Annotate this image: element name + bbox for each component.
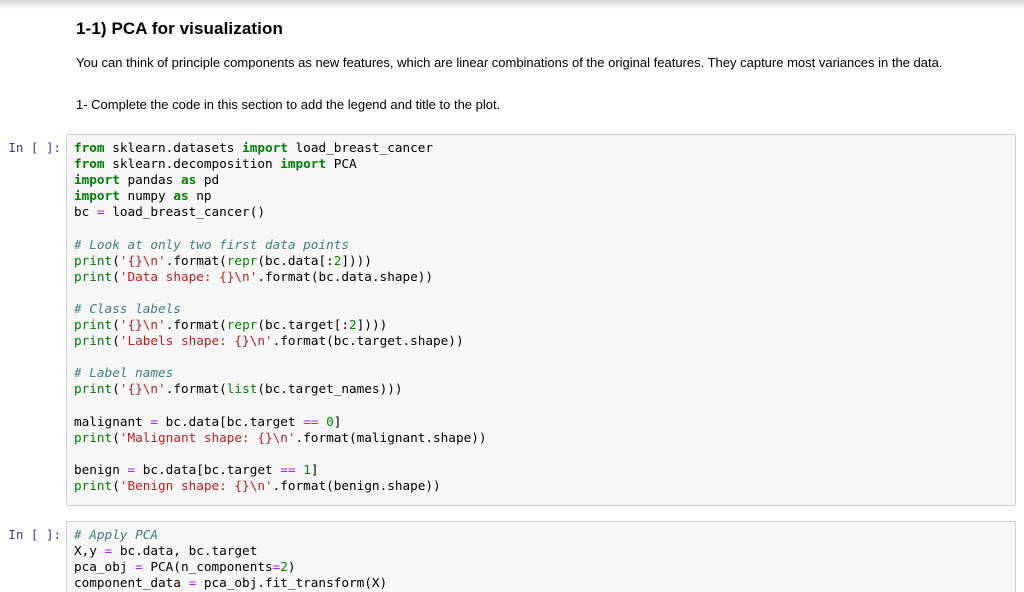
code-line: print('{}\n'.format(list(bc.target_names… [74,381,403,397]
section-title: 1-1) PCA for visualization [76,19,283,38]
markdown-paragraph-intro: You can think of principle components as… [76,55,943,70]
code-line: bc = load_breast_cancer() [74,204,265,220]
code-line: print('{}\n'.format(repr(bc.data[:2]))) [74,252,372,268]
code-line [74,220,1008,236]
code-line [74,285,1008,301]
code-line: from sklearn.datasets import load_breast… [74,140,434,155]
toolbar-bottom-shadow [0,0,1024,10]
input-prompt: In [ ]: [8,527,61,543]
code-line: print('Benign shape: {}\n'.format(benign… [74,477,441,493]
code-line: print('Data shape: {}\n'.format(bc.data.… [74,268,434,284]
code-line: component_data = pca_obj.fit_transform(X… [74,575,388,591]
code-line: import pandas as pd [74,172,220,188]
code-cell-imports: In [ ]: from sklearn.datasets import loa… [0,134,1024,507]
code-line: # Class labels [74,300,181,316]
code-line [74,398,1008,414]
code-line: # Look at only two first data points [74,236,349,252]
code-line [74,446,1008,462]
markdown-cell[interactable]: 1-1) PCA for visualization You can think… [0,10,1024,113]
code-line: malignant = bc.data[bc.target == 0] [74,413,342,429]
code-cells-container: In [ ]: from sklearn.datasets import loa… [0,134,1024,592]
input-prompt: In [ ]: [8,140,61,155]
code-line: X,y = bc.data, bc.target [74,543,258,559]
code-line: pca_obj = PCA(n_components=2) [74,559,296,575]
code-line: print('Malignant shape: {}\n'.format(mal… [74,429,487,445]
code-line: benign = bc.data[bc.target == 1] [74,461,319,477]
notebook-area: 1-1) PCA for visualization You can think… [0,10,1024,592]
code-editor-imports[interactable]: from sklearn.datasets import load_breast… [66,134,1016,507]
code-line: import numpy as np [74,188,212,204]
code-line: # Label names [74,365,174,381]
code-line: print('Labels shape: {}\n'.format(bc.tar… [74,333,464,349]
markdown-paragraph-task: 1- Complete the code in this section to … [76,97,501,112]
code-line: # Apply PCA [74,527,159,543]
code-line [74,349,1008,365]
code-line: print('{}\n'.format(repr(bc.target[:2]))… [74,317,388,333]
code-line: from sklearn.decomposition import PCA [74,156,357,172]
